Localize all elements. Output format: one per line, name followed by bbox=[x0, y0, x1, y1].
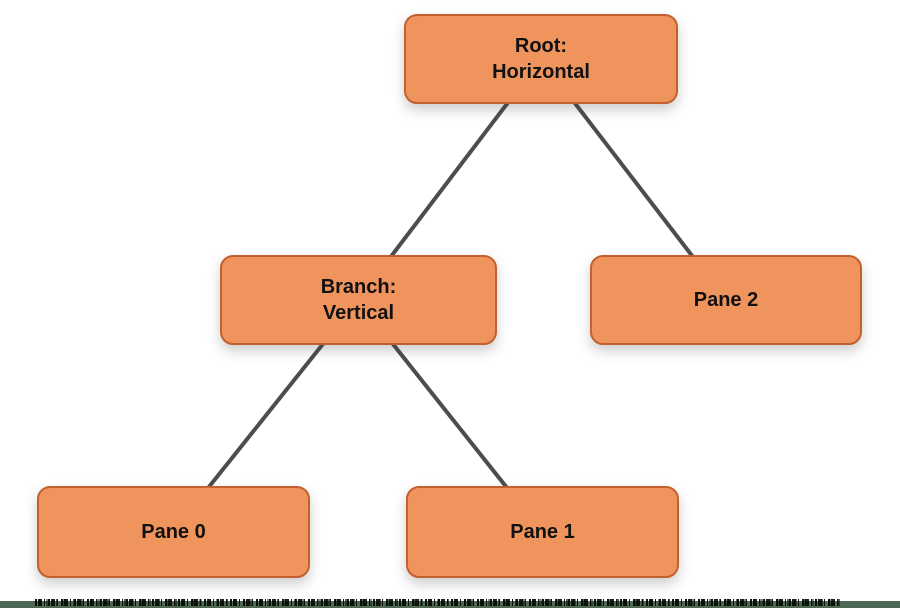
node-pane1: Pane 1 bbox=[406, 486, 679, 578]
node-branch-label-line1: Branch: bbox=[320, 276, 397, 298]
node-pane1-label: Pane 1 bbox=[510, 521, 575, 543]
node-pane0: Pane 0 bbox=[37, 486, 310, 578]
bottom-edge-strip bbox=[0, 599, 900, 608]
node-pane0-label: Pane 0 bbox=[141, 521, 206, 543]
node-pane2: Pane 2 bbox=[590, 255, 862, 345]
bottom-edge-noise bbox=[35, 599, 840, 606]
node-branch: Branch: Vertical bbox=[220, 255, 497, 345]
node-root-label-line2: Horizontal bbox=[492, 61, 590, 83]
node-pane2-label: Pane 2 bbox=[693, 289, 759, 311]
node-root: Root: Horizontal bbox=[404, 14, 678, 104]
node-root-label-line1: Root: bbox=[514, 35, 568, 57]
node-branch-label-line2: Vertical bbox=[322, 302, 395, 324]
